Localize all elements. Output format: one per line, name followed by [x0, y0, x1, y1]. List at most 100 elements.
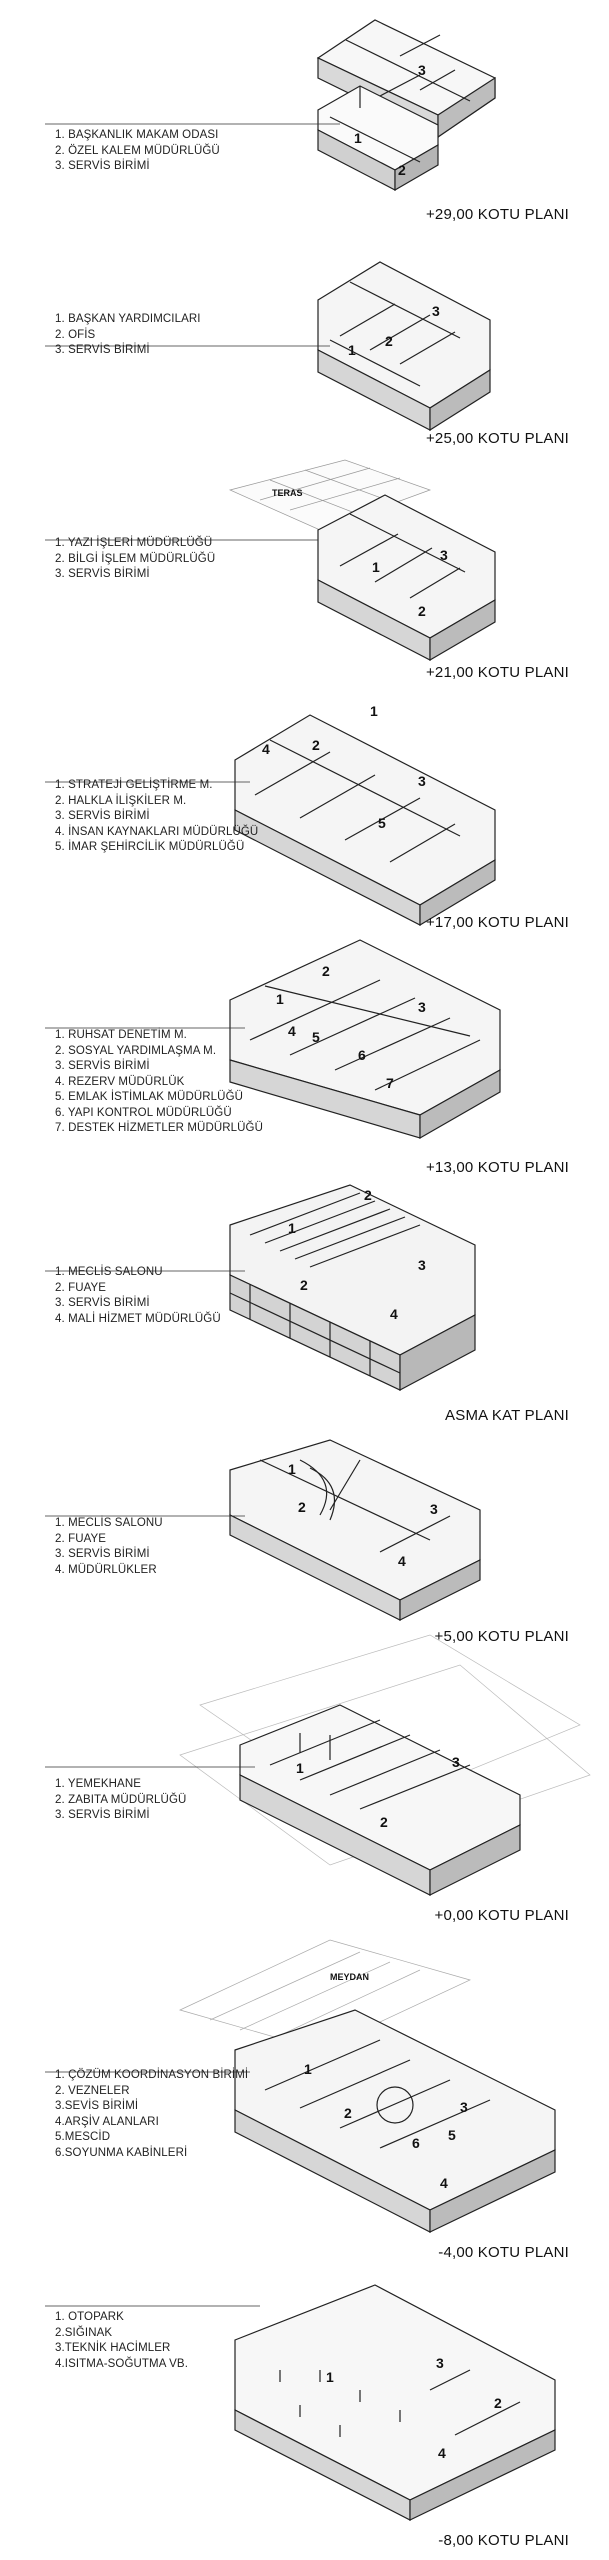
- room-number: 3: [418, 773, 426, 789]
- plan-panel-21: TERAS 3 1 2 1. YAZI İŞLERİ MÜDÜRLÜĞÜ 2. …: [0, 459, 609, 700]
- axonometric-plan-0: 1 3 2: [45, 1634, 591, 1896]
- legend-item: 1. YEMEKHANE: [55, 1778, 141, 1790]
- room-number: 4: [438, 2445, 446, 2461]
- plan-legend: 1. RUHSAT DENETİM M. 2. SOSYAL YARDIMLAŞ…: [55, 1028, 263, 1137]
- room-number: 1: [296, 1760, 304, 1776]
- legend-item: 1. BAŞKAN YARDIMCILARI: [55, 313, 201, 325]
- plan-title: +29,00 KOTU PLANI: [425, 206, 569, 223]
- room-number: 1: [348, 342, 356, 358]
- plan-title: -8,00 KOTU PLANI: [438, 2532, 569, 2549]
- legend-item: 1. STRATEJİ GELİŞTİRME M.: [55, 779, 213, 791]
- plan-title: +0,00 KOTU PLANI: [434, 1907, 569, 1924]
- legend-item: 2. ÖZEL KALEM MÜDÜRLÜĞÜ: [55, 144, 220, 157]
- plan-legend: 1. YAZI İŞLERİ MÜDÜRLÜĞÜ 2. BİLGİ İŞLEM …: [55, 536, 215, 583]
- legend-item: 1. YAZI İŞLERİ MÜDÜRLÜĞÜ: [55, 537, 213, 549]
- room-number: 2: [344, 2105, 352, 2121]
- legend-item: 3. SERVİS BİRİMİ: [55, 1297, 150, 1309]
- room-number: 3: [440, 547, 448, 563]
- plan-panel-0: 1 3 2 1. YEMEKHANE 2. ZABITA MÜDÜRLÜĞÜ 3…: [0, 1634, 609, 1940]
- room-number: 3: [418, 999, 426, 1015]
- room-number: 3: [418, 1257, 426, 1273]
- room-number: 4: [288, 1023, 296, 1039]
- room-number: 2: [300, 1277, 308, 1293]
- legend-item: 1. MECLİS SALONU: [55, 1517, 163, 1529]
- legend-item: 4. MÜDÜRLÜKLER: [55, 1563, 157, 1576]
- room-number: 2: [385, 333, 393, 349]
- axonometric-plan-17: 1 2 3 4 5: [45, 703, 496, 927]
- room-number: 3: [436, 2355, 444, 2371]
- room-number: 4: [262, 741, 270, 757]
- legend-item: 1. OTOPARK: [55, 2311, 124, 2323]
- plan-title: -4,00 KOTU PLANI: [438, 2244, 569, 2261]
- legend-item: 2. FUAYE: [55, 1532, 107, 1545]
- room-number: 2: [298, 1499, 306, 1515]
- legend-item: 2. VEZNELER: [55, 2084, 130, 2097]
- legend-item: 3. SERVİS BİRİMİ: [55, 1548, 150, 1560]
- legend-item: 2. HALKLA İLİŞKİLER M.: [55, 794, 187, 807]
- legend-item: 3. SERVİS BİRİMİ: [55, 810, 150, 822]
- legend-item: 2. ZABITA MÜDÜRLÜĞÜ: [55, 1793, 187, 1806]
- room-number: 2: [364, 1187, 372, 1203]
- legend-item: 1. RUHSAT DENETİM M.: [55, 1029, 187, 1041]
- legend-item: 3. SERVİS BİRİMİ: [55, 1060, 150, 1072]
- room-number: 6: [412, 2135, 420, 2151]
- plan-legend: 1. MECLİS SALONU 2. FUAYE 3. SERVİS BİRİ…: [55, 1265, 221, 1327]
- room-number: 3: [432, 303, 440, 319]
- room-number: 1: [288, 1461, 296, 1477]
- axonometric-plan-minus-8: 1 3 2 4: [45, 2284, 556, 2521]
- room-number: 2: [380, 1814, 388, 1830]
- legend-item: 4. REZERV MÜDÜRLÜK: [55, 1075, 185, 1088]
- meydan-label: MEYDAN: [330, 1972, 369, 1982]
- room-number: 4: [390, 1306, 398, 1322]
- room-number: 2: [398, 162, 406, 178]
- plan-legend: 1. MECLİS SALONU 2. FUAYE 3. SERVİS BİRİ…: [55, 1516, 163, 1578]
- plan-title: +17,00 KOTU PLANI: [425, 914, 569, 931]
- legend-item: 3. SERVİS BİRİMİ: [55, 568, 150, 580]
- plan-panel-5: 1 2 3 4 1. MECLİS SALONU 2. FUAYE 3. SER…: [0, 1439, 609, 1665]
- plan-panel-25: 3 1 2 1. BAŞKAN YARDIMCILARI 2. OFİS 3. …: [0, 240, 609, 460]
- axonometric-plan-5: 1 2 3 4: [45, 1439, 481, 1621]
- legend-item: 3.TEKNİK HACİMLER: [55, 2342, 171, 2354]
- legend-item: 1. MECLİS SALONU: [55, 1266, 163, 1278]
- plan-legend: 1. YEMEKHANE 2. ZABITA MÜDÜRLÜĞÜ 3. SERV…: [55, 1777, 186, 1824]
- plan-legend: 1. BAŞKANLIK MAKAM ODASI 2. ÖZEL KALEM M…: [55, 128, 220, 175]
- axonometric-plan-asma-kat: 2 1 3 2 4: [45, 1184, 476, 1391]
- legend-item: 6.SOYUNMA KABİNLERİ: [55, 2146, 188, 2159]
- plan-legend: 1. STRATEJİ GELİŞTİRME M. 2. HALKLA İLİŞ…: [55, 778, 258, 856]
- axonometric-plan-minus-4: MEYDAN 1 2 3 5 6 4: [45, 1939, 556, 2233]
- teras-label: TERAS: [272, 488, 303, 498]
- legend-item: 5. EMLAK İSTİMLAK MÜDÜRLÜĞÜ: [55, 1091, 244, 1103]
- legend-item: 2. OFİS: [55, 328, 96, 341]
- room-number: 1: [370, 703, 378, 719]
- room-number: 1: [304, 2061, 312, 2077]
- legend-item: 2. BİLGİ İŞLEM MÜDÜRLÜĞÜ: [55, 552, 216, 565]
- room-number: 1: [372, 559, 380, 575]
- room-number: 3: [430, 1501, 438, 1517]
- legend-item: 2. SOSYAL YARDIMLAŞMA M.: [55, 1044, 217, 1057]
- room-number: 2: [418, 603, 426, 619]
- plan-panel-13: 2 1 3 4 5 6 7 1. RUHSAT DENETİM M. 2. SO…: [0, 939, 609, 1185]
- room-number: 3: [452, 1754, 460, 1770]
- legend-item: 2. FUAYE: [55, 1281, 107, 1294]
- axonometric-plan-21: TERAS 3 1 2: [45, 459, 496, 662]
- legend-item: 6. YAPI KONTROL MÜDÜRLÜĞÜ: [55, 1106, 232, 1119]
- plan-panel-asma-kat: 2 1 3 2 4 1. MECLİS SALONU 2. FUAYE 3. S…: [0, 1184, 609, 1440]
- legend-item: 7. DESTEK HİZMETLER MÜDÜRLÜĞÜ: [55, 1122, 264, 1134]
- room-number: 1: [288, 1220, 296, 1236]
- legend-item: 1. BAŞKANLIK MAKAM ODASI: [55, 129, 219, 141]
- room-number: 1: [326, 2369, 334, 2385]
- legend-item: 3. SERVİS BİRİMİ: [55, 160, 150, 172]
- room-number: 4: [398, 1553, 406, 1569]
- plan-legend: 1. BAŞKAN YARDIMCILARI 2. OFİS 3. SERVİS…: [55, 312, 201, 359]
- room-number: 2: [494, 2395, 502, 2411]
- plan-panel-minus-8: 1 3 2 4 1. OTOPARK 2.SIĞINAK 3.TEKNİK HA…: [0, 2280, 609, 2560]
- legend-item: 3. SERVİS BİRİMİ: [55, 1809, 150, 1821]
- legend-item: 3.SEVİS BİRİMİ: [55, 2100, 139, 2112]
- room-number: 5: [448, 2127, 456, 2143]
- axonometric-plan-29: 3 1 2: [45, 19, 496, 192]
- legend-item: 5. İMAR ŞEHİRCİLİK MÜDÜRLÜĞÜ: [55, 841, 245, 853]
- legend-item: 4. İNSAN KAYNAKLARI MÜDÜRLÜĞÜ: [55, 825, 259, 838]
- legend-item: 1. ÇÖZÜM KOORDİNASYON BİRİMİ: [55, 2069, 249, 2081]
- room-number: 2: [322, 963, 330, 979]
